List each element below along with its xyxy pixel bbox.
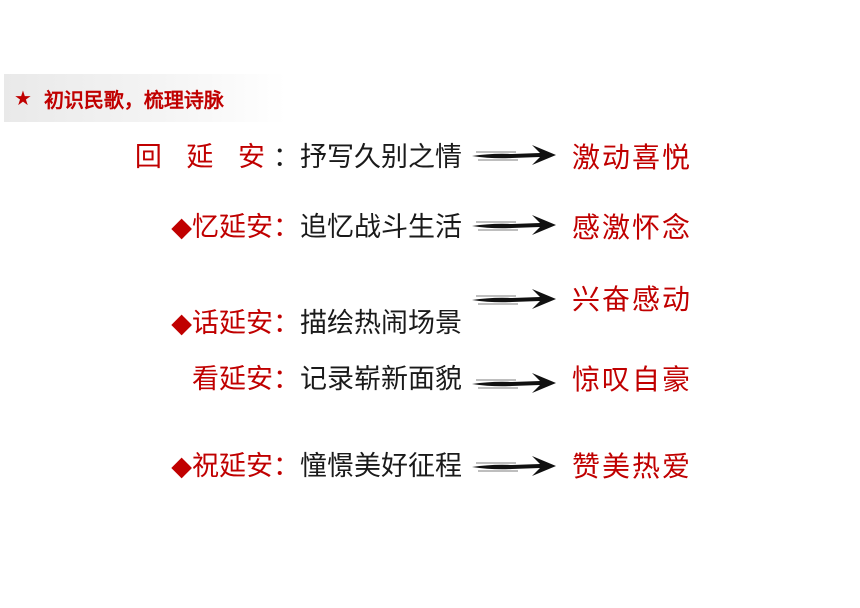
list-item: ◆祝延安： 憧憬美好征程 赞美热爱 <box>0 447 860 487</box>
row-result: 赞美热爱 <box>572 450 693 483</box>
row-lead: 回 延 安： <box>135 138 300 178</box>
row-colon: ： <box>273 142 300 173</box>
row-result: 惊叹自豪 <box>572 363 693 396</box>
row-result: 兴奋感动 <box>572 283 693 316</box>
row-colon: ： <box>273 451 300 482</box>
diamond-icon: ◆ <box>171 451 192 482</box>
row-colon: ： <box>273 212 300 243</box>
row-colon: ： <box>273 364 300 395</box>
list-item: 看延安： 记录崭新面貌 惊叹自豪 <box>0 360 860 400</box>
brush-arrow-icon <box>472 373 556 393</box>
brush-arrow-icon <box>472 215 556 235</box>
row-lead: 看延安： <box>192 360 300 400</box>
row-topic: 看延安 <box>192 364 273 395</box>
brush-arrow-icon <box>472 456 556 476</box>
list-item: ◆忆延安： 追忆战斗生活 感激怀念 <box>0 208 860 248</box>
row-description: 憧憬美好征程 <box>300 451 462 482</box>
brush-arrow-icon <box>472 289 556 309</box>
row-topic: 忆延安 <box>192 212 273 243</box>
row-description: 追忆战斗生活 <box>300 212 462 243</box>
row-description: 记录崭新面貌 <box>300 364 462 395</box>
list-item: 回 延 安： 抒写久别之情 激动喜悦 <box>0 138 860 178</box>
row-lead: ◆话延安： <box>171 304 300 344</box>
row-description: 描绘热闹场景 <box>300 308 462 339</box>
diamond-icon: ◆ <box>171 308 192 339</box>
row-lead: ◆祝延安： <box>171 447 300 487</box>
row-colon: ： <box>273 308 300 339</box>
diamond-icon: ◆ <box>171 212 192 243</box>
row-topic: 祝延安 <box>192 451 273 482</box>
row-topic: 话延安 <box>192 308 273 339</box>
section-title: 初识民歌，梳理诗脉 <box>43 87 224 112</box>
row-topic: 回 延 安 <box>134 142 273 173</box>
star-icon: ★ <box>14 86 32 110</box>
row-result: 感激怀念 <box>572 211 693 244</box>
row-lead: ◆忆延安： <box>171 208 300 248</box>
section-header: ★ 初识民歌，梳理诗脉 <box>4 74 286 122</box>
row-description: 抒写久别之情 <box>300 142 462 173</box>
list-item: ◆话延安： 描绘热闹场景 兴奋感动 <box>0 283 860 344</box>
brush-arrow-icon <box>472 145 556 165</box>
row-result: 激动喜悦 <box>572 141 693 174</box>
